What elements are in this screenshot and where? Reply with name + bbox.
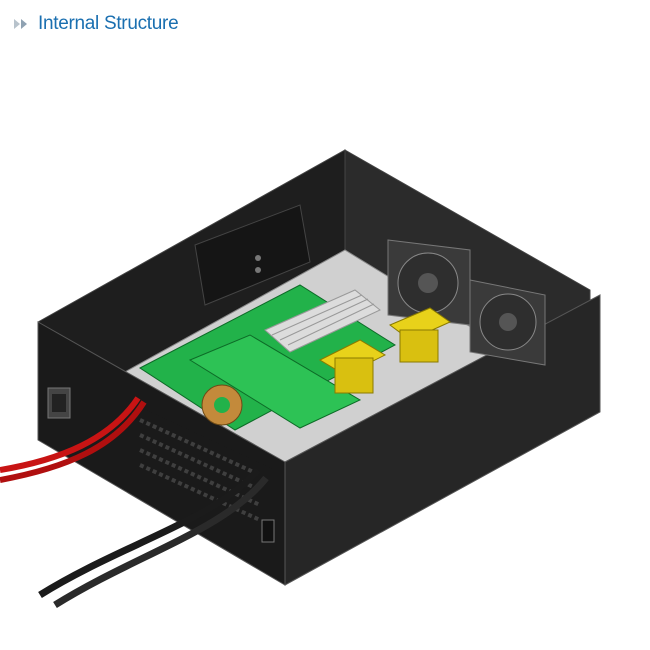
cooling-fans (387, 239, 546, 366)
power-inlet (47, 387, 71, 419)
internal-structure-illustration (0, 149, 601, 608)
black-cables (38, 467, 269, 608)
mounting-bracket (194, 204, 311, 306)
section-header: Internal Structure (12, 10, 179, 38)
front-panel-vents (125, 400, 275, 555)
toroid-inductor (201, 384, 243, 426)
pcb-board (139, 284, 396, 431)
transformers (318, 307, 452, 394)
power-switch (261, 519, 275, 543)
double-chevron-right-icon (14, 19, 27, 29)
page-title: Internal Structure (38, 13, 179, 34)
red-cables (0, 396, 147, 483)
